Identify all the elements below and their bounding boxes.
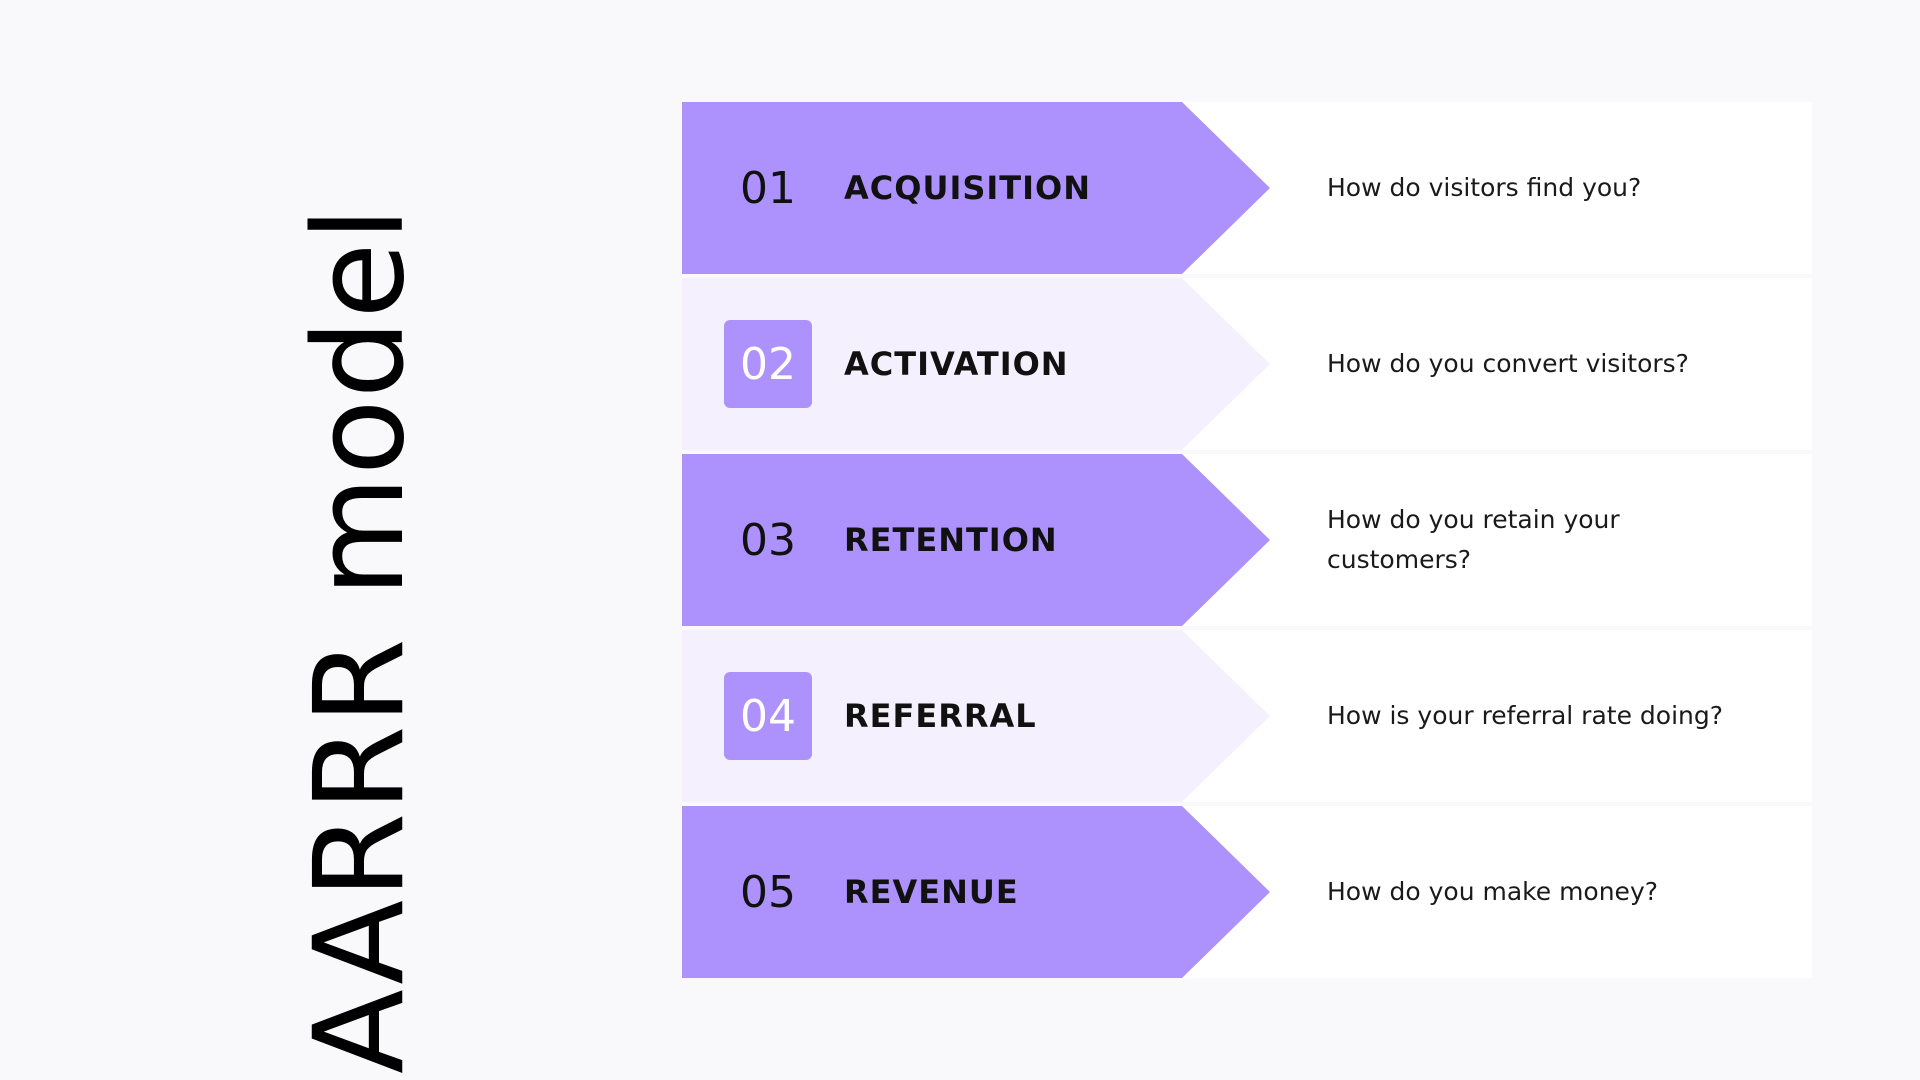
stage-arrow: [682, 454, 1270, 626]
stage-row-retention: 03 RETENTION How do you retain your cust…: [682, 454, 1812, 626]
stage-arrow: [682, 806, 1270, 978]
question-panel: [1182, 630, 1812, 802]
question-panel: [1182, 806, 1812, 978]
stage-number: 01: [740, 162, 796, 214]
stage-label: RETENTION: [844, 521, 1058, 559]
stage-row-revenue: 05 REVENUE How do you make money?: [682, 806, 1812, 978]
stage-arrow: [682, 102, 1270, 274]
stage-question: How do you make money?: [1327, 877, 1659, 906]
page-title: AARRR model: [288, 205, 432, 1075]
stage-label: REFERRAL: [844, 697, 1037, 735]
question-panel: [1182, 102, 1812, 274]
stage-number-badge: 04: [724, 672, 812, 760]
stage-label: ACTIVATION: [844, 345, 1069, 383]
stage-row-activation: 02 ACTIVATION How do you convert visitor…: [682, 278, 1812, 450]
stage-question: How do you convert visitors?: [1327, 349, 1689, 378]
stage-question: How do you retain your customers?: [1327, 505, 1620, 574]
stage-row-referral: 04 REFERRAL How is your referral rate do…: [682, 630, 1812, 802]
stage-number-badge: 02: [724, 320, 812, 408]
question-panel: [1182, 454, 1812, 626]
stage-number: 03: [740, 514, 796, 566]
stage-label: REVENUE: [844, 873, 1019, 911]
stage-label: ACQUISITION: [844, 169, 1092, 207]
question-panel: [1182, 278, 1812, 450]
stage-question: How is your referral rate doing?: [1327, 701, 1724, 730]
stage-row-acquisition: 01 ACQUISITION How do visitors find you?: [682, 102, 1812, 274]
stage-question: How do visitors find you?: [1327, 173, 1642, 202]
stage-list: 01 ACQUISITION How do visitors find you?…: [682, 102, 1812, 982]
stage-number: 05: [740, 866, 796, 918]
